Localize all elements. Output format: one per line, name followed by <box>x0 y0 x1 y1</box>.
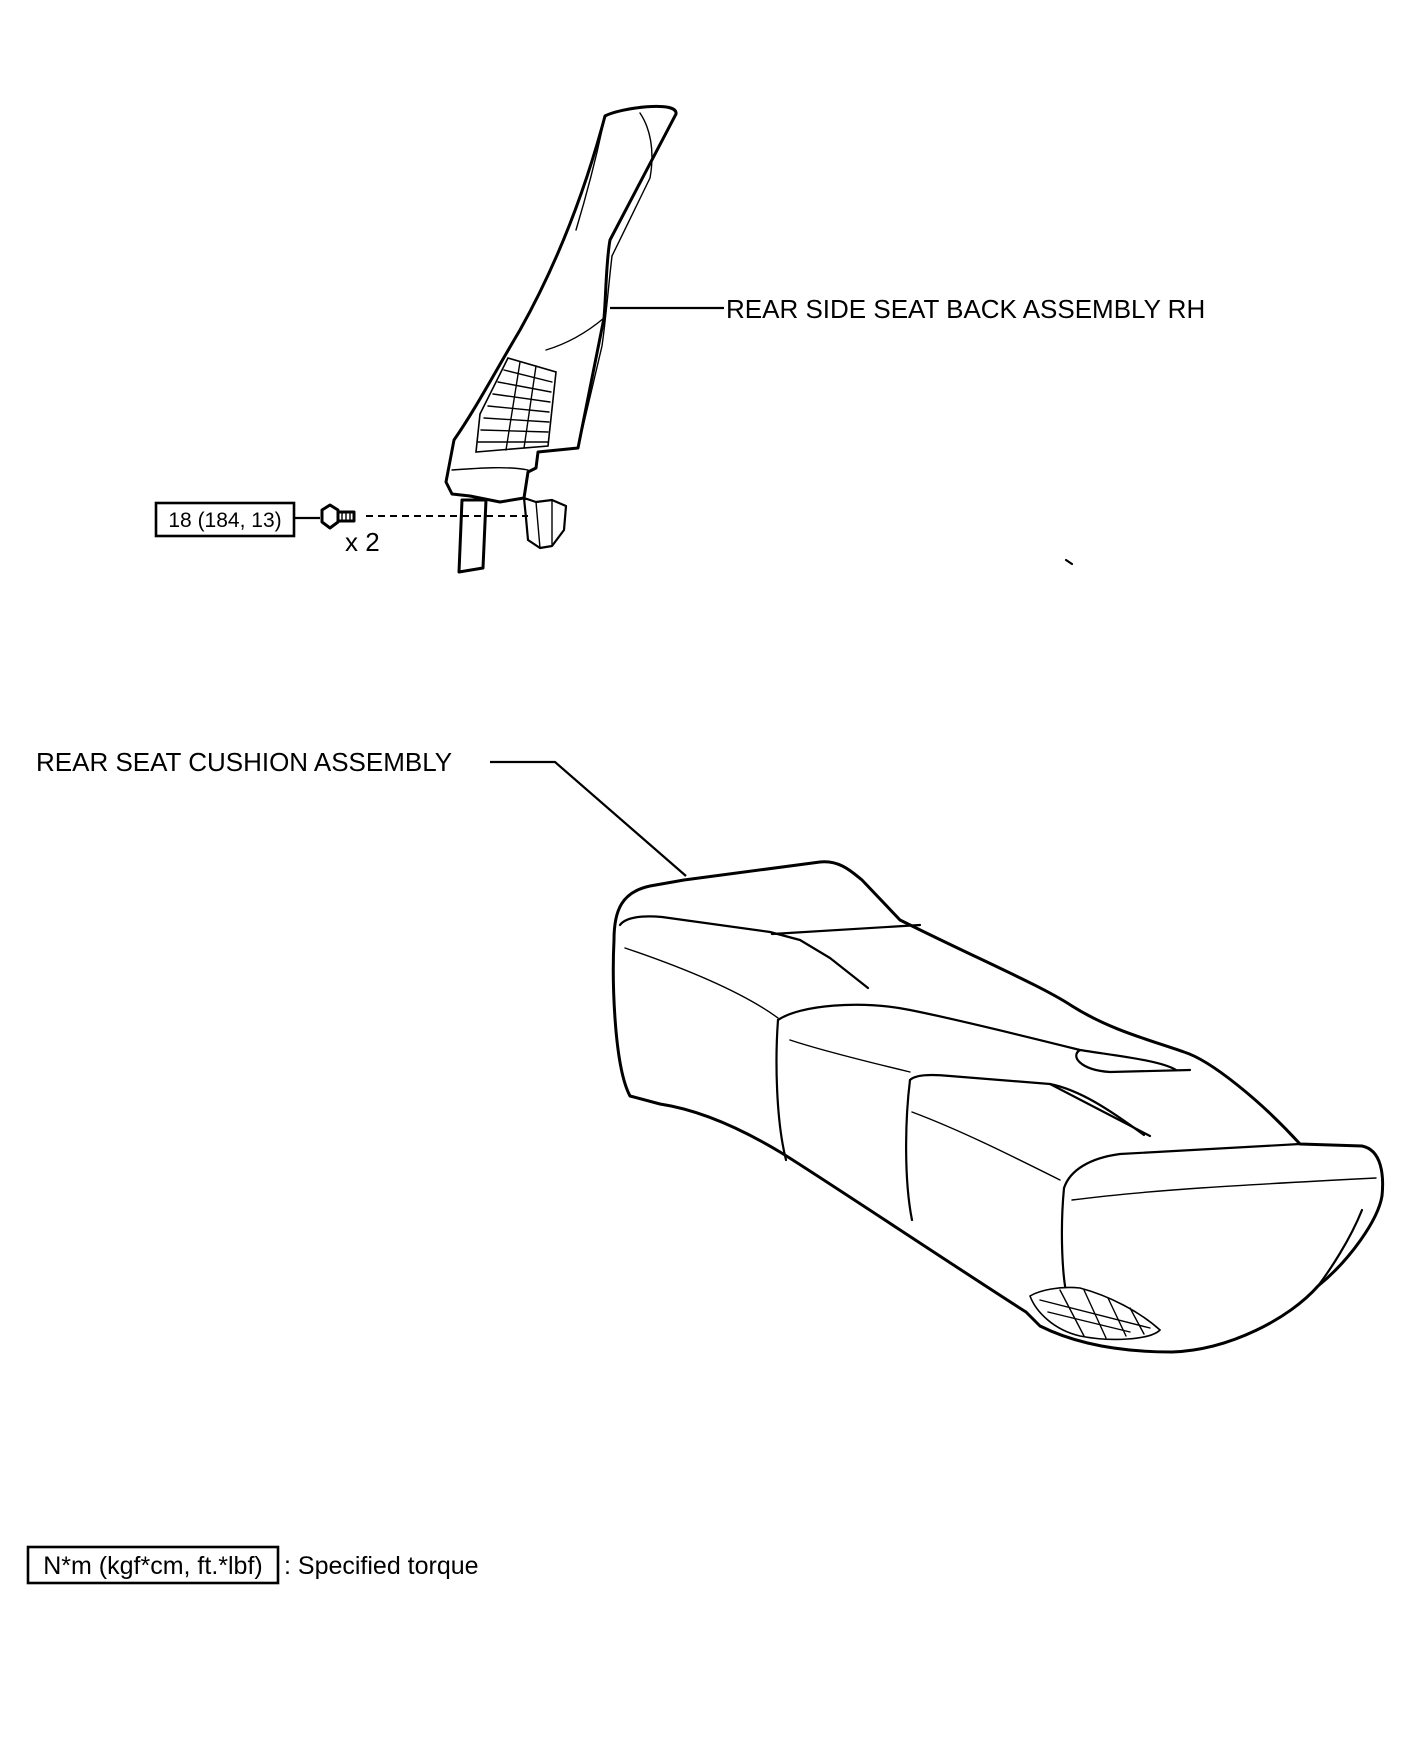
legend-unit-box <box>26 1545 280 1585</box>
seat-cushion-label: REAR SEAT CUSHION ASSEMBLY <box>36 747 452 777</box>
torque-box <box>154 501 296 538</box>
seat-cushion-illustration <box>611 860 1385 1354</box>
legend-description: : Specified torque <box>284 1552 479 1580</box>
stray-mark <box>1064 558 1074 566</box>
vent-grille <box>475 357 557 453</box>
bolt-icon <box>320 503 356 530</box>
torque-value: 18 (184, 13) <box>168 509 281 532</box>
legend-unit-text: N*m (kgf*cm, ft.*lbf) <box>43 1552 262 1580</box>
cushion-vent-grille <box>1029 1286 1162 1341</box>
bolt-quantity: x 2 <box>345 527 380 557</box>
seat-back-illustration <box>444 104 678 574</box>
seat-cushion-leader-line <box>490 760 687 877</box>
seat-back-label: REAR SIDE SEAT BACK ASSEMBLY RH <box>726 294 1205 324</box>
